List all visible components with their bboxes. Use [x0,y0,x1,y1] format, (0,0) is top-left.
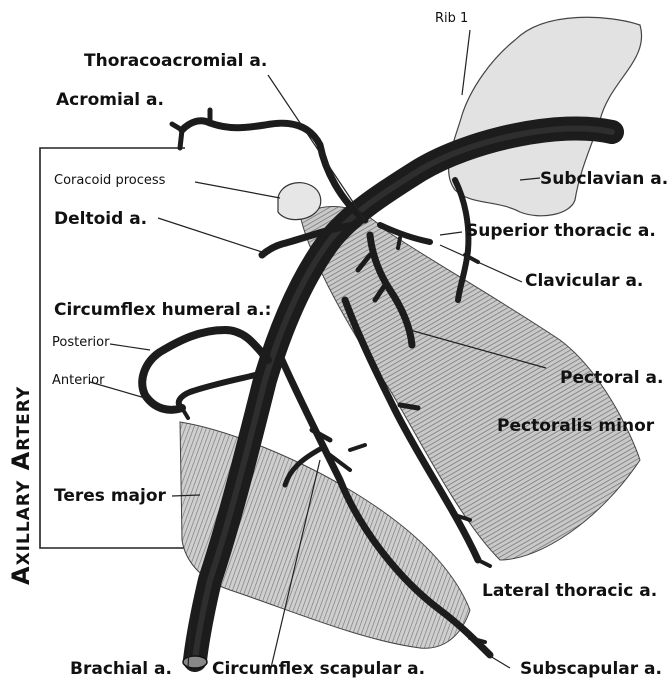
label-acromial: Acromial a. [56,92,164,109]
label-circumflex-humeral: Circumflex humeral a.: [54,302,271,319]
label-anterior: Anterior [52,374,104,387]
label-coracoid-process: Coracoid process [54,174,165,187]
label-deltoid: Deltoid a. [54,211,147,228]
label-superior-thoracic: Superior thoracic a. [466,223,656,240]
label-posterior: Posterior [52,336,109,349]
label-subscapular: Subscapular a. [520,661,662,678]
side-title: Axillary Artery [7,235,35,585]
label-pectoralis-minor: Pectoralis minor [497,418,654,435]
label-clavicular: Clavicular a. [525,273,643,290]
label-subclavian: Subclavian a. [540,171,668,188]
label-thoracoacromial: Thoracoacromial a. [84,53,267,70]
label-lateral-thoracic: Lateral thoracic a. [482,583,657,600]
label-teres-major: Teres major [54,488,166,505]
label-circumflex-scapular: Circumflex scapular a. [212,661,425,678]
label-brachial: Brachial a. [70,661,172,678]
coracoid-process-bone [278,183,321,220]
label-pectoral: Pectoral a. [560,370,663,387]
label-rib-1: Rib 1 [435,12,468,25]
